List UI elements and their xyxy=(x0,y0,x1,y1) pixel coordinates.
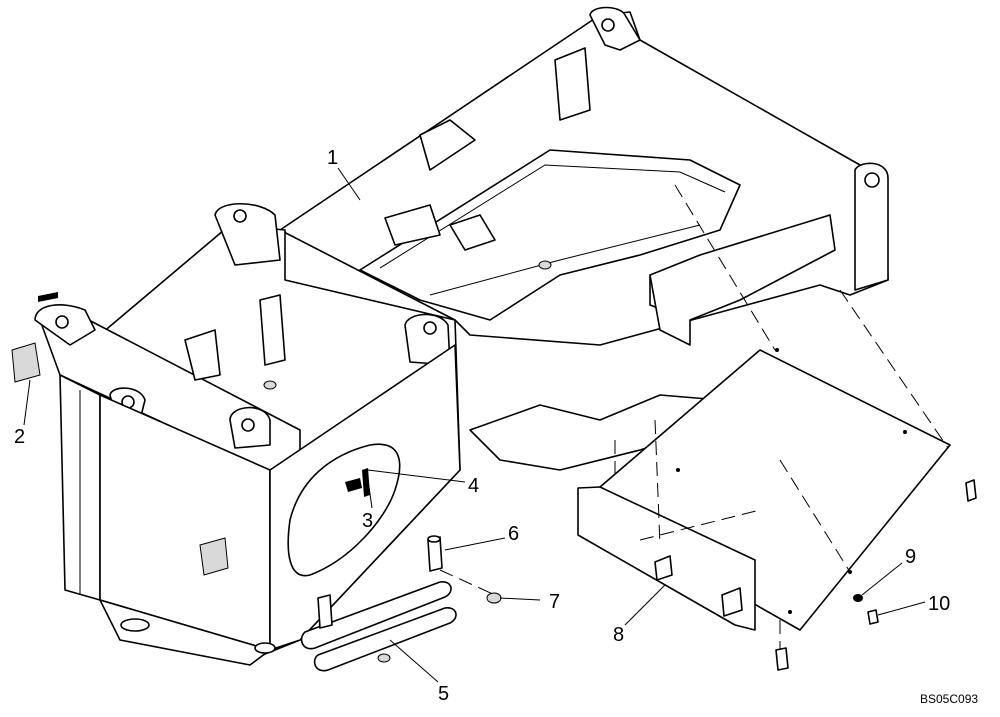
callout-2: 2 xyxy=(14,426,25,448)
bolt-part-10-c xyxy=(775,647,789,671)
washer-part-9 xyxy=(853,594,863,602)
callout-5: 5 xyxy=(438,683,449,705)
reference-code: BS05C093 xyxy=(920,692,978,706)
callout-4: 4 xyxy=(468,475,479,497)
callout-8: 8 xyxy=(613,624,624,646)
bolt-part-10 xyxy=(867,609,879,625)
callout-1: 1 xyxy=(327,147,338,169)
bolt-part-4 xyxy=(345,478,362,492)
assembly-lines xyxy=(324,184,949,660)
bolt-part-3 xyxy=(362,468,370,497)
leader-lines xyxy=(23,167,926,683)
callout-10: 10 xyxy=(928,593,950,615)
tie-bars-part-5 xyxy=(300,581,457,672)
callout-9: 9 xyxy=(905,546,916,568)
callout-3: 3 xyxy=(362,510,373,532)
main-frame xyxy=(11,6,889,666)
callout-7: 7 xyxy=(549,591,560,613)
bolt-part-10-b xyxy=(965,479,977,502)
nut-part-7 xyxy=(486,592,502,604)
callout-6: 6 xyxy=(508,523,519,545)
skid-plate xyxy=(577,348,951,631)
